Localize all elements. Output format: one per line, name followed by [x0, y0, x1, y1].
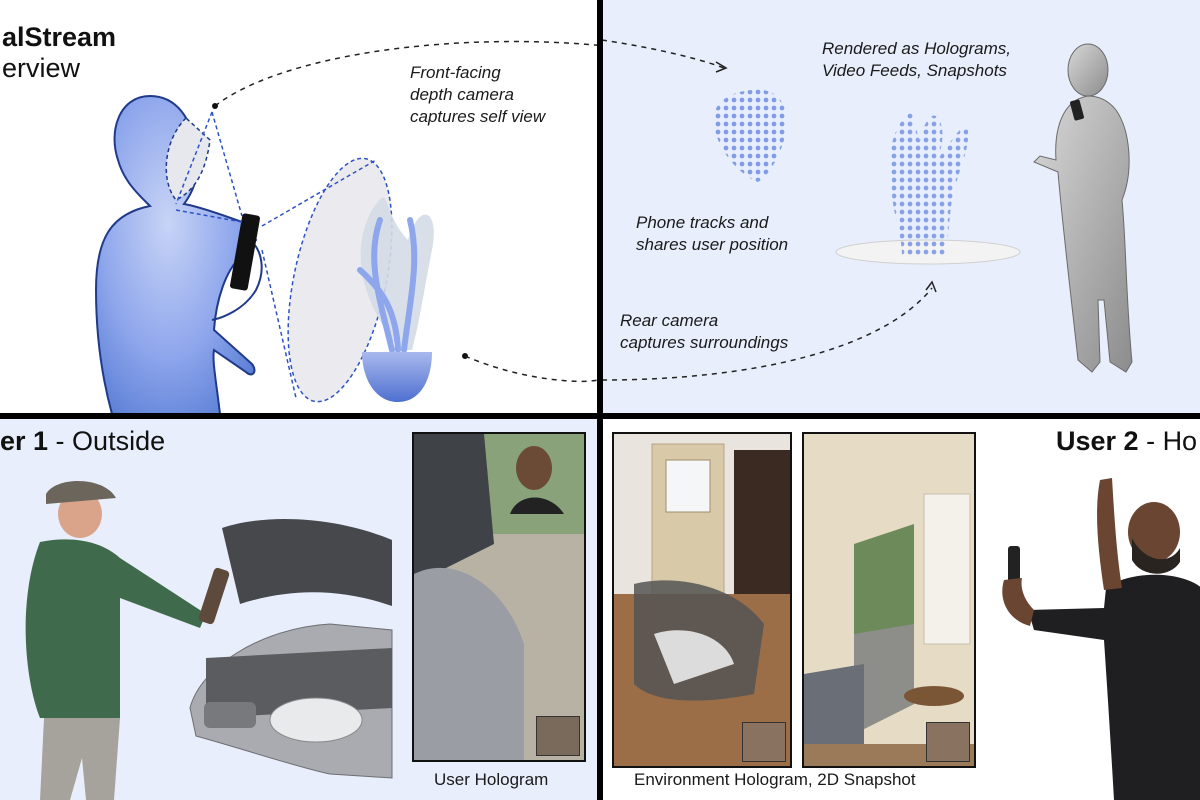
- front-camera-arrow: [214, 40, 598, 107]
- remote-illustration: [602, 39, 1133, 381]
- overview-panel: alStream erview Front-facing depth camer…: [0, 0, 598, 414]
- annotation-line: shares user position: [636, 235, 789, 254]
- rendered-as-annotation: Rendered as Holograms, Video Feeds, Snap…: [822, 38, 1011, 82]
- annotation-line: Rendered as Holograms,: [822, 39, 1011, 58]
- user2-figure: [1002, 478, 1200, 800]
- user2-location: Ho: [1162, 426, 1198, 456]
- user2-name: User 2: [1056, 426, 1139, 456]
- head-hologram: [713, 89, 787, 182]
- heading-separator: -: [48, 426, 73, 456]
- title-line-2: erview: [2, 53, 81, 84]
- horizontal-divider: [0, 413, 1200, 419]
- vertical-divider: [597, 0, 603, 800]
- overview-title: alStream erview: [2, 22, 116, 84]
- annotation-line: Video Feeds, Snapshots: [822, 61, 1007, 80]
- annotation-line: Rear camera: [620, 311, 719, 330]
- user1-name: er 1: [0, 426, 49, 456]
- environment-hologram-photo: [612, 432, 792, 768]
- self-view-inset: [742, 722, 786, 762]
- remote-user-figure: [1033, 43, 1133, 373]
- environment-hologram-scene: [614, 434, 790, 766]
- phone-tracks-annotation: Phone tracks and shares user position: [636, 212, 788, 256]
- annotation-line: Phone tracks and: [636, 213, 769, 232]
- phone-icon: [198, 567, 230, 625]
- environment-caption: Environment Hologram, 2D Snapshot: [634, 770, 916, 789]
- phone-icon: [230, 213, 260, 291]
- plant-hologram: [889, 113, 969, 256]
- user2-heading: User 2 - Ho: [1056, 426, 1197, 457]
- annotation-line: captures surroundings: [620, 333, 789, 352]
- heading-separator: -: [1138, 426, 1163, 456]
- user1-heading: er 1 - Outside: [0, 426, 165, 457]
- plant-illustration: [357, 197, 434, 402]
- user-figure: [94, 94, 263, 414]
- snapshot-photo: [802, 432, 976, 768]
- self-view-inset: [536, 716, 580, 756]
- user-hologram-photo: [412, 432, 586, 762]
- phone-icon: [1070, 99, 1084, 121]
- phone-icon: [1008, 546, 1020, 582]
- user-hologram-caption: User Hologram: [434, 770, 549, 789]
- annotation-line: depth camera: [410, 85, 514, 104]
- user1-figure: [25, 480, 230, 800]
- user2-panel: Environment Hologram, 2D Snapshot User 2…: [602, 418, 1200, 800]
- user1-scene: [25, 480, 393, 800]
- overview-illustration: [94, 40, 598, 414]
- remote-view-panel: Rendered as Holograms, Video Feeds, Snap…: [602, 0, 1200, 414]
- annotation-line: Front-facing: [410, 63, 501, 82]
- user-hologram-scene: [414, 434, 584, 760]
- rear-camera-annotation: Rear camera captures surroundings: [620, 310, 788, 354]
- user1-location: Outside: [72, 426, 166, 456]
- title-line-1: alStream: [2, 22, 117, 52]
- user1-panel: er 1 - Outside User Hol: [0, 418, 598, 800]
- car-illustration: [189, 518, 393, 779]
- front-camera-annotation: Front-facing depth camera captures self …: [410, 62, 545, 128]
- snapshot-scene: [804, 434, 974, 766]
- annotation-line: captures self view: [410, 107, 546, 126]
- self-view-inset: [926, 722, 970, 762]
